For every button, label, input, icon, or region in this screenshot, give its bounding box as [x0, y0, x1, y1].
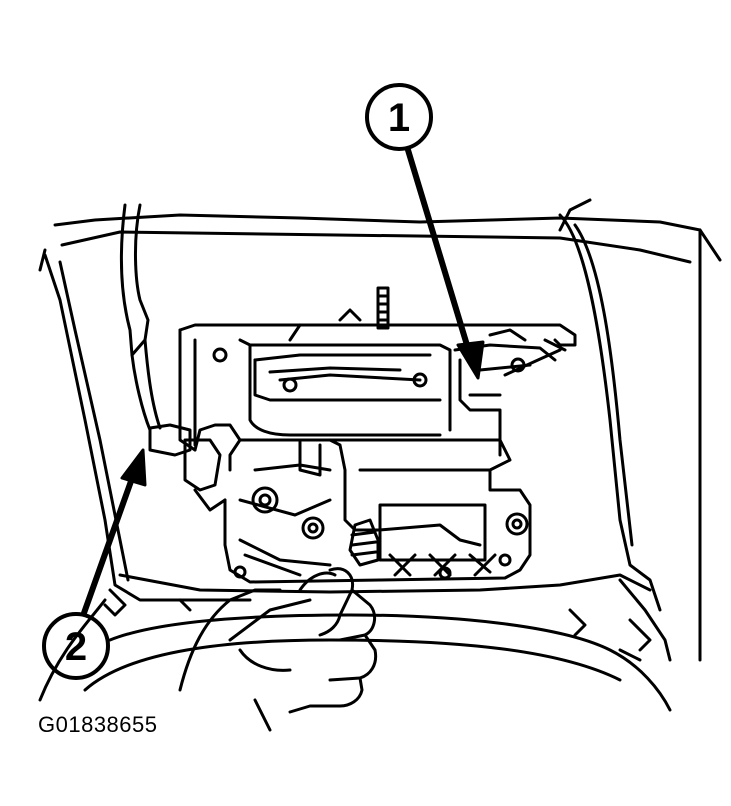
release-cable [119, 203, 162, 432]
callout-1-label: 1 [388, 96, 410, 140]
latch-plate [148, 423, 532, 584]
callout-1-leader [405, 147, 473, 358]
callout-2-leader [81, 467, 138, 616]
callout-1-arrowhead [456, 340, 485, 380]
stud-bolt [376, 286, 390, 330]
callout-1 [365, 83, 485, 380]
callout-2-label: 2 [65, 625, 87, 669]
body-panel [38, 198, 722, 712]
callout-2-arrowhead [120, 448, 147, 487]
figure-id: G01838655 [38, 712, 158, 737]
callout-2-circle [42, 612, 110, 680]
callout-1-circle [365, 83, 433, 151]
technician-hand [178, 567, 378, 732]
handle-housing [178, 308, 577, 457]
callout-2 [42, 448, 147, 680]
